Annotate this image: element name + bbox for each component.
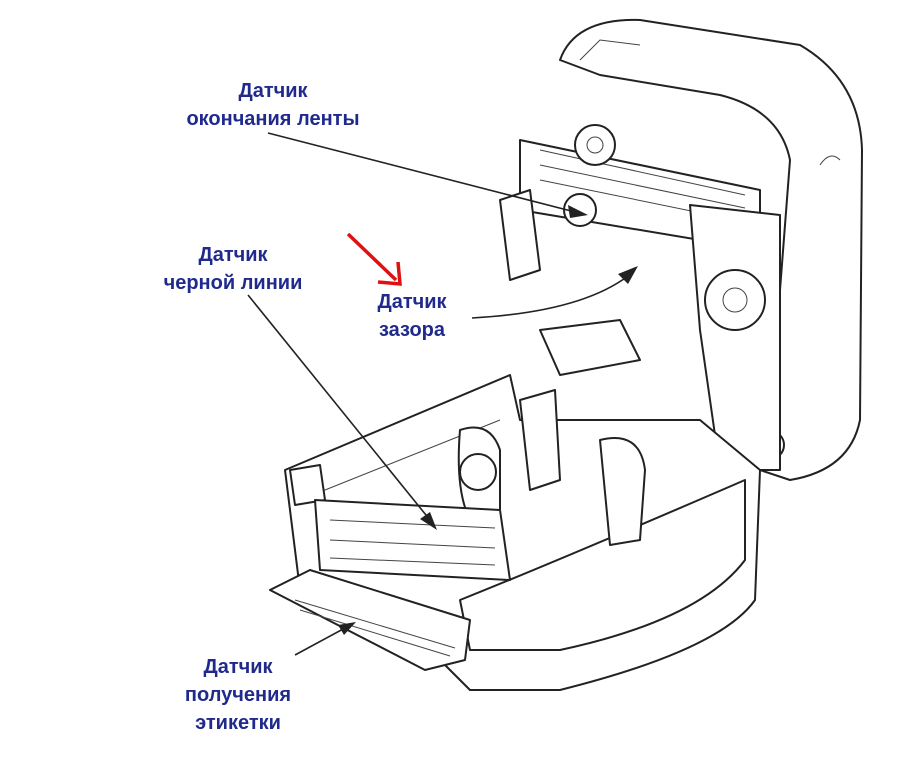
tear-bar [269, 569, 471, 671]
platen-roller [314, 499, 511, 581]
printhead-assembly [499, 124, 781, 471]
black-line-sensor-label-line2: черной линии [163, 272, 303, 294]
peel-sensor-label-line2: получения [184, 684, 292, 706]
ribbon-sensor-label-line1: Датчик [238, 80, 308, 102]
leader-line-black-line-sensor [247, 294, 431, 521]
ribbon-sensor-label-line2: окончания ленты [186, 108, 360, 130]
gap-sensor-label: Датчик зазора [362, 288, 462, 344]
arrowhead-black-line-sensor [420, 512, 437, 530]
arrowhead-peel-sensor [338, 622, 356, 635]
gap-sensor-label-line2: зазора [378, 319, 446, 341]
gap-sensor-label-line1: Датчик [377, 291, 447, 313]
black-line-sensor-label: Датчик черной линии [148, 241, 318, 297]
highlight-arrow [346, 232, 402, 286]
media-holder [457, 319, 646, 546]
black-line-sensor-label-line1: Датчик [198, 244, 268, 266]
peel-sensor-label-line3: этикетки [195, 712, 281, 734]
leader-line-ribbon-sensor [267, 132, 576, 213]
arrowhead-ribbon-sensor [568, 205, 588, 218]
peel-sensor-label-line1: Датчик [203, 656, 273, 678]
arrowhead-gap-sensor [618, 266, 638, 284]
peel-sensor-label: Датчик получения этикетки [168, 653, 308, 737]
leader-line-peel-sensor [294, 627, 346, 656]
ribbon-sensor-label: Датчик окончания ленты [168, 77, 378, 133]
leader-line-gap-sensor [471, 275, 629, 319]
